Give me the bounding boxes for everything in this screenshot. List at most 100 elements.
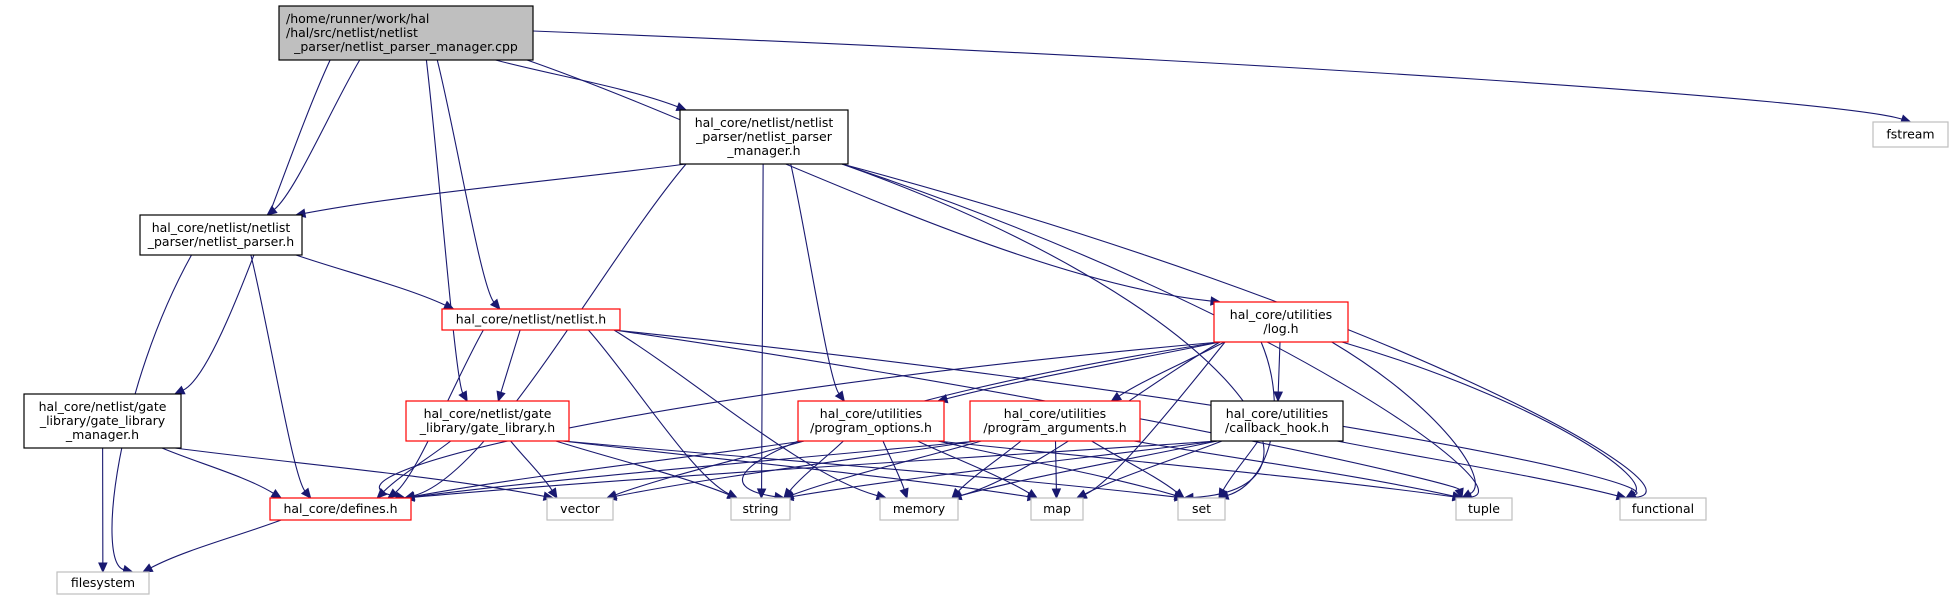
node-filesystem: filesystem (56, 571, 150, 595)
node-functional: functional (1619, 497, 1707, 521)
edge-po-to-map (917, 440, 1039, 499)
node-gl[interactable]: hal_core/netlist/gate_library/gate_libra… (405, 400, 570, 442)
edge-line (562, 440, 1029, 498)
node-label-line: hal_core/netlist/netlist.h (456, 312, 606, 327)
edge-line (615, 440, 977, 497)
edge-line (841, 163, 1265, 499)
edge-line (789, 440, 844, 492)
edge-line (436, 59, 495, 303)
edge-npm-to-defines (403, 163, 687, 501)
edge-cb-to-string (782, 440, 1218, 502)
node-box (879, 497, 959, 521)
arrowhead-icon (1218, 487, 1228, 500)
node-box (1619, 497, 1707, 521)
node-box (1872, 121, 1949, 148)
edge-pa-to-set (1091, 440, 1185, 499)
node-defines[interactable]: hal_core/defines.h (269, 497, 412, 521)
edge-line (555, 440, 729, 496)
edge-gl-to-string (555, 440, 739, 499)
edge-root-to-npm (495, 59, 688, 112)
edge-line (174, 447, 545, 497)
node-label-line: /home/runner/work/hal (286, 11, 429, 26)
edge-log-to-functional (1341, 341, 1637, 499)
edge-pa-to-defines (403, 440, 977, 502)
node-box (1455, 497, 1513, 521)
node-tuple: tuple (1455, 497, 1513, 521)
node-label-line: functional (1632, 501, 1694, 516)
arrowhead-icon (141, 563, 154, 573)
edge-line (1341, 341, 1637, 494)
node-box (1030, 497, 1084, 521)
node-cb[interactable]: hal_core/utilities/callback_hook.h (1210, 400, 1344, 442)
node-box (1210, 400, 1344, 442)
node-box (23, 393, 182, 449)
node-box (679, 109, 849, 165)
edge-root-to-gl (425, 59, 468, 403)
node-po[interactable]: hal_core/utilities/program_options.h (797, 400, 945, 442)
node-map: map (1030, 497, 1084, 521)
node-npm[interactable]: hal_core/netlist/netlist_parser/netlist_… (679, 109, 849, 165)
arrowhead-icon (376, 487, 388, 499)
edge-line (946, 341, 1221, 400)
edge-root-to-fstream (532, 30, 1912, 124)
edge-line (425, 59, 464, 394)
arrowhead-icon (300, 487, 312, 499)
arrowhead-icon (547, 487, 558, 500)
edge-line (1084, 440, 1223, 495)
node-box (730, 497, 791, 521)
edge-line (841, 163, 1647, 498)
node-label-line: tuple (1468, 501, 1500, 516)
edge-line (1336, 440, 1618, 497)
edge-line (1222, 440, 1259, 491)
node-box (1213, 301, 1349, 343)
edge-line (182, 59, 331, 391)
edge-line (295, 254, 446, 306)
node-label-line: _parser/netlist_parser.h (147, 234, 294, 249)
edge-npm-to-string (756, 163, 767, 500)
edge-np-to-netlist (295, 254, 455, 310)
edge-cb-to-functional (1336, 440, 1628, 501)
node-box (405, 400, 570, 442)
node-label-line: fstream (1886, 127, 1934, 142)
node-label-line: hal_core/defines.h (283, 501, 397, 516)
node-label-line: string (743, 501, 779, 516)
node-log[interactable]: hal_core/utilities/log.h (1213, 301, 1349, 343)
node-label-line: /hal/src/netlist/netlist (286, 25, 418, 40)
edge-pa-to-map (1051, 440, 1062, 500)
edge-line (587, 329, 730, 495)
node-netlist[interactable]: hal_core/netlist/netlist.h (441, 308, 621, 331)
node-vector: vector (546, 497, 614, 521)
node-pa[interactable]: hal_core/utilities/program_arguments.h (969, 400, 1141, 442)
edge-line (917, 440, 1030, 494)
arrowhead-icon (675, 102, 688, 112)
edge-line (413, 440, 1218, 498)
node-root[interactable]: /home/runner/work/hal/hal/src/netlist/ne… (278, 5, 534, 61)
node-label-line: /program_arguments.h (983, 420, 1126, 435)
node-box (1177, 497, 1226, 521)
edge-defines-to-filesystem (141, 519, 282, 573)
edge-line (1085, 341, 1226, 495)
arrowhead-icon (458, 390, 468, 403)
edge-line (413, 440, 805, 497)
node-layer: /home/runner/work/hal/hal/src/netlist/ne… (23, 5, 1949, 595)
node-box (441, 308, 621, 331)
node-fstream: fstream (1872, 121, 1949, 148)
edge-line (792, 440, 1218, 498)
node-np[interactable]: hal_core/netlist/netlist_parser/netlist_… (139, 214, 303, 256)
edge-line (960, 440, 1218, 497)
node-label-line: vector (560, 501, 601, 516)
edge-line (937, 440, 1176, 496)
edge-line (1091, 440, 1178, 493)
edge-line (1054, 440, 1057, 490)
edge-netlist-to-gl (496, 329, 521, 403)
arrowhead-icon (1051, 488, 1062, 500)
edge-line (383, 440, 452, 493)
edge-line (304, 163, 687, 214)
edge-line (1118, 341, 1225, 397)
edge-gl-to-defines (376, 440, 452, 499)
node-glm[interactable]: hal_core/netlist/gate_library/gate_libra… (23, 393, 182, 449)
node-label-line: /log.h (1263, 321, 1298, 336)
node-set: set (1177, 497, 1226, 521)
edge-line (161, 447, 274, 494)
edge-line (1277, 341, 1281, 393)
